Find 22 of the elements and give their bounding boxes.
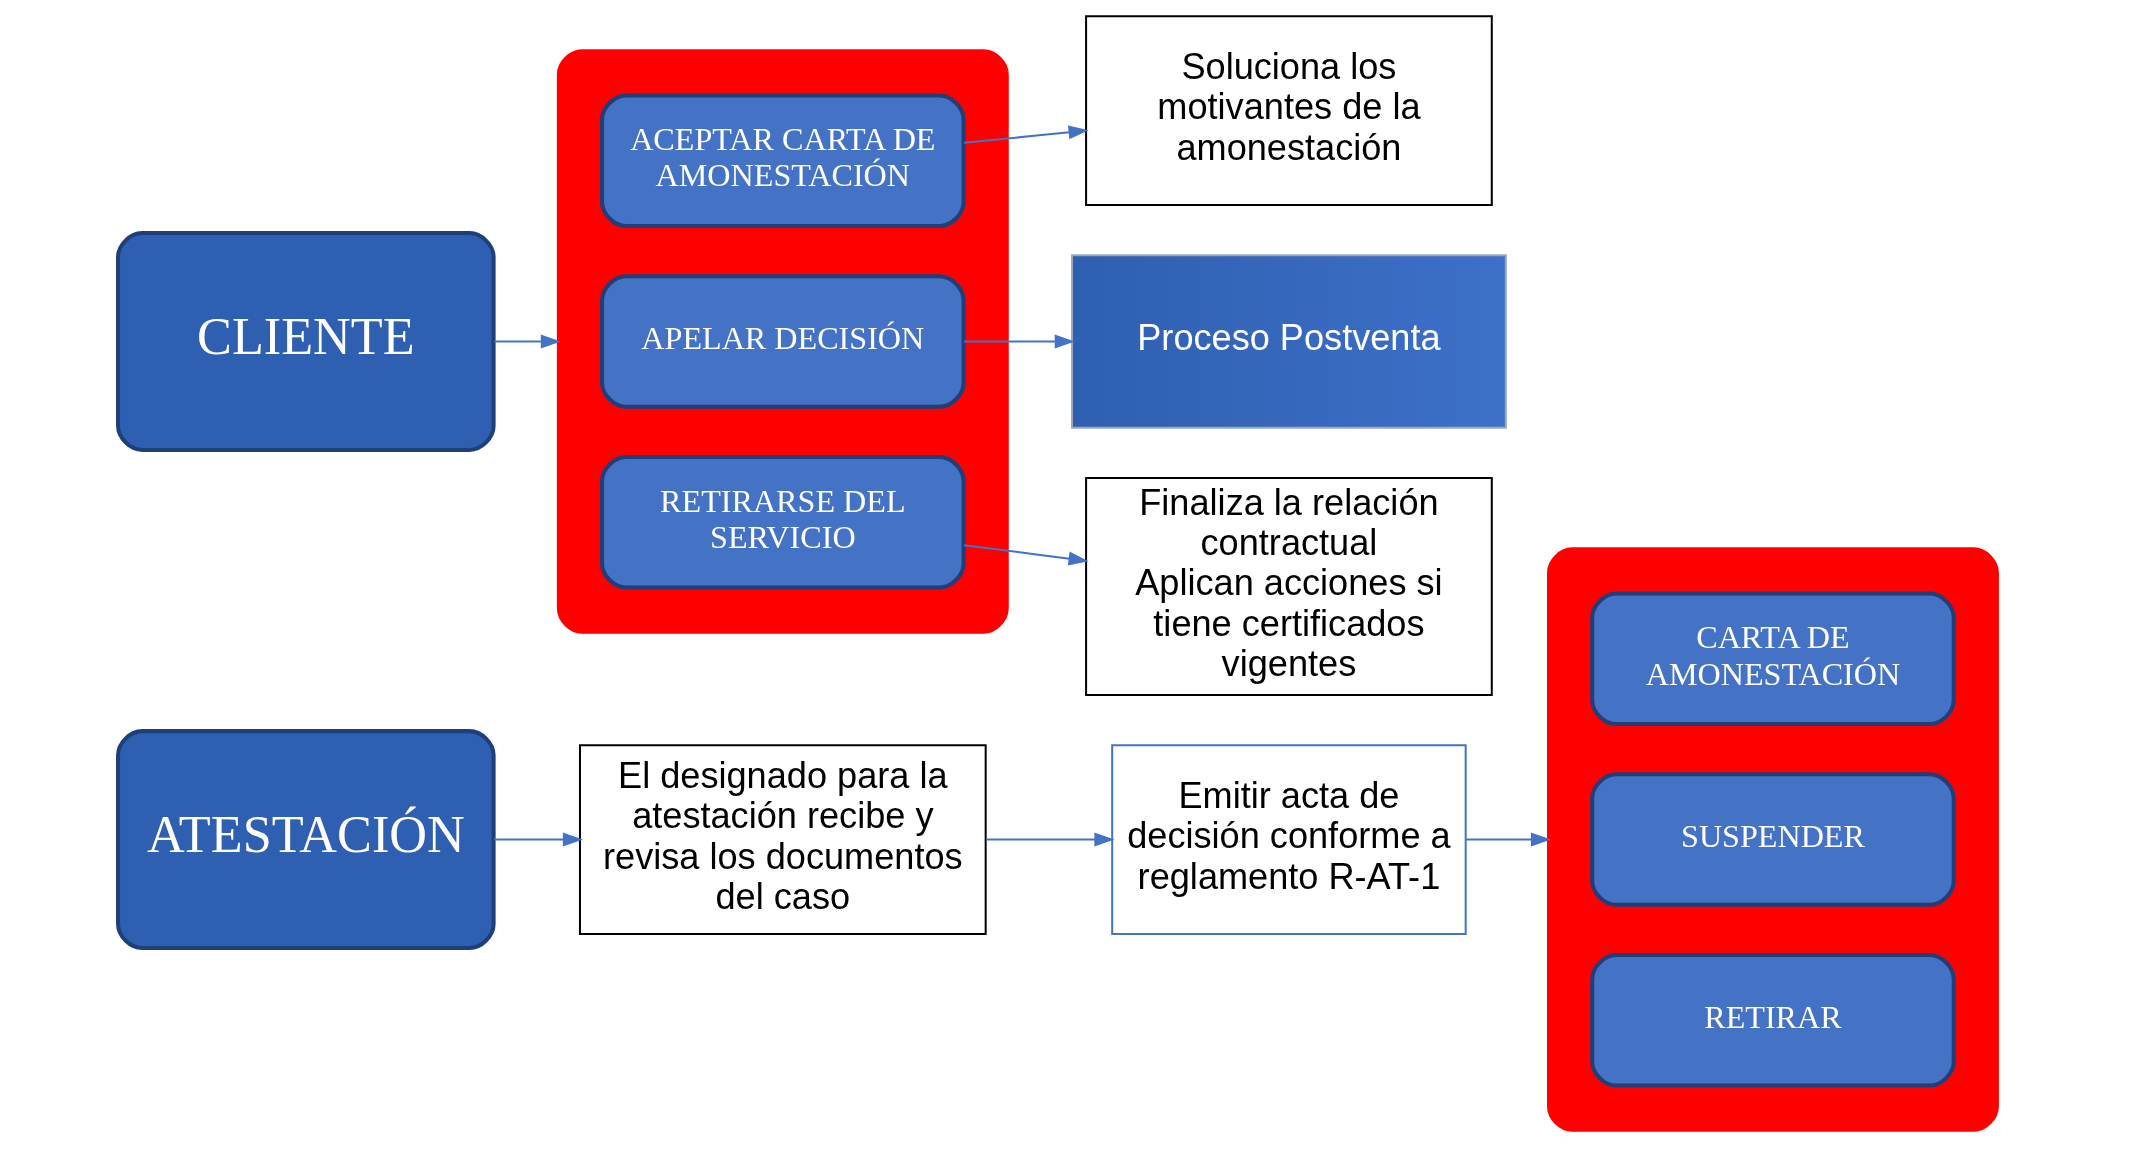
- arrow: [1465, 832, 1551, 847]
- arrow: [493, 334, 561, 349]
- node-box: CARTA DE AMONESTACIÓN: [1589, 591, 1956, 727]
- node-box: RETIRARSE DEL SERVICIO: [599, 454, 966, 590]
- node-box: El designado para la atestación recibe y revisa los documentos del caso: [578, 744, 987, 935]
- cluster: [556, 49, 1009, 634]
- node-box: APELAR DECISIÓN: [599, 274, 966, 409]
- arrow: [963, 125, 1089, 144]
- node-box: Emitir acta de decisión conforme a reglamento R-AT-1: [1110, 744, 1467, 935]
- arrow: [493, 832, 583, 847]
- cluster: [1546, 547, 1999, 1132]
- node-box: CLIENTE: [115, 231, 496, 452]
- node-box: ACEPTAR CARTA DE AMONESTACIÓN: [599, 93, 966, 228]
- node-box: ATESTACIÓN: [115, 729, 496, 951]
- node-box: Finaliza la relación contractual Aplican acciones si tiene certificados vigentes: [1084, 477, 1493, 696]
- arrow: [985, 832, 1114, 847]
- node-box: Soluciona los motivantes de la amonestación: [1084, 15, 1493, 206]
- arrow: [963, 544, 1089, 566]
- node-box: RETIRAR: [1589, 953, 1956, 1088]
- node-box: Proceso Postventa: [1070, 254, 1507, 429]
- node-box: SUSPENDER: [1589, 772, 1956, 907]
- arrow: [963, 334, 1075, 349]
